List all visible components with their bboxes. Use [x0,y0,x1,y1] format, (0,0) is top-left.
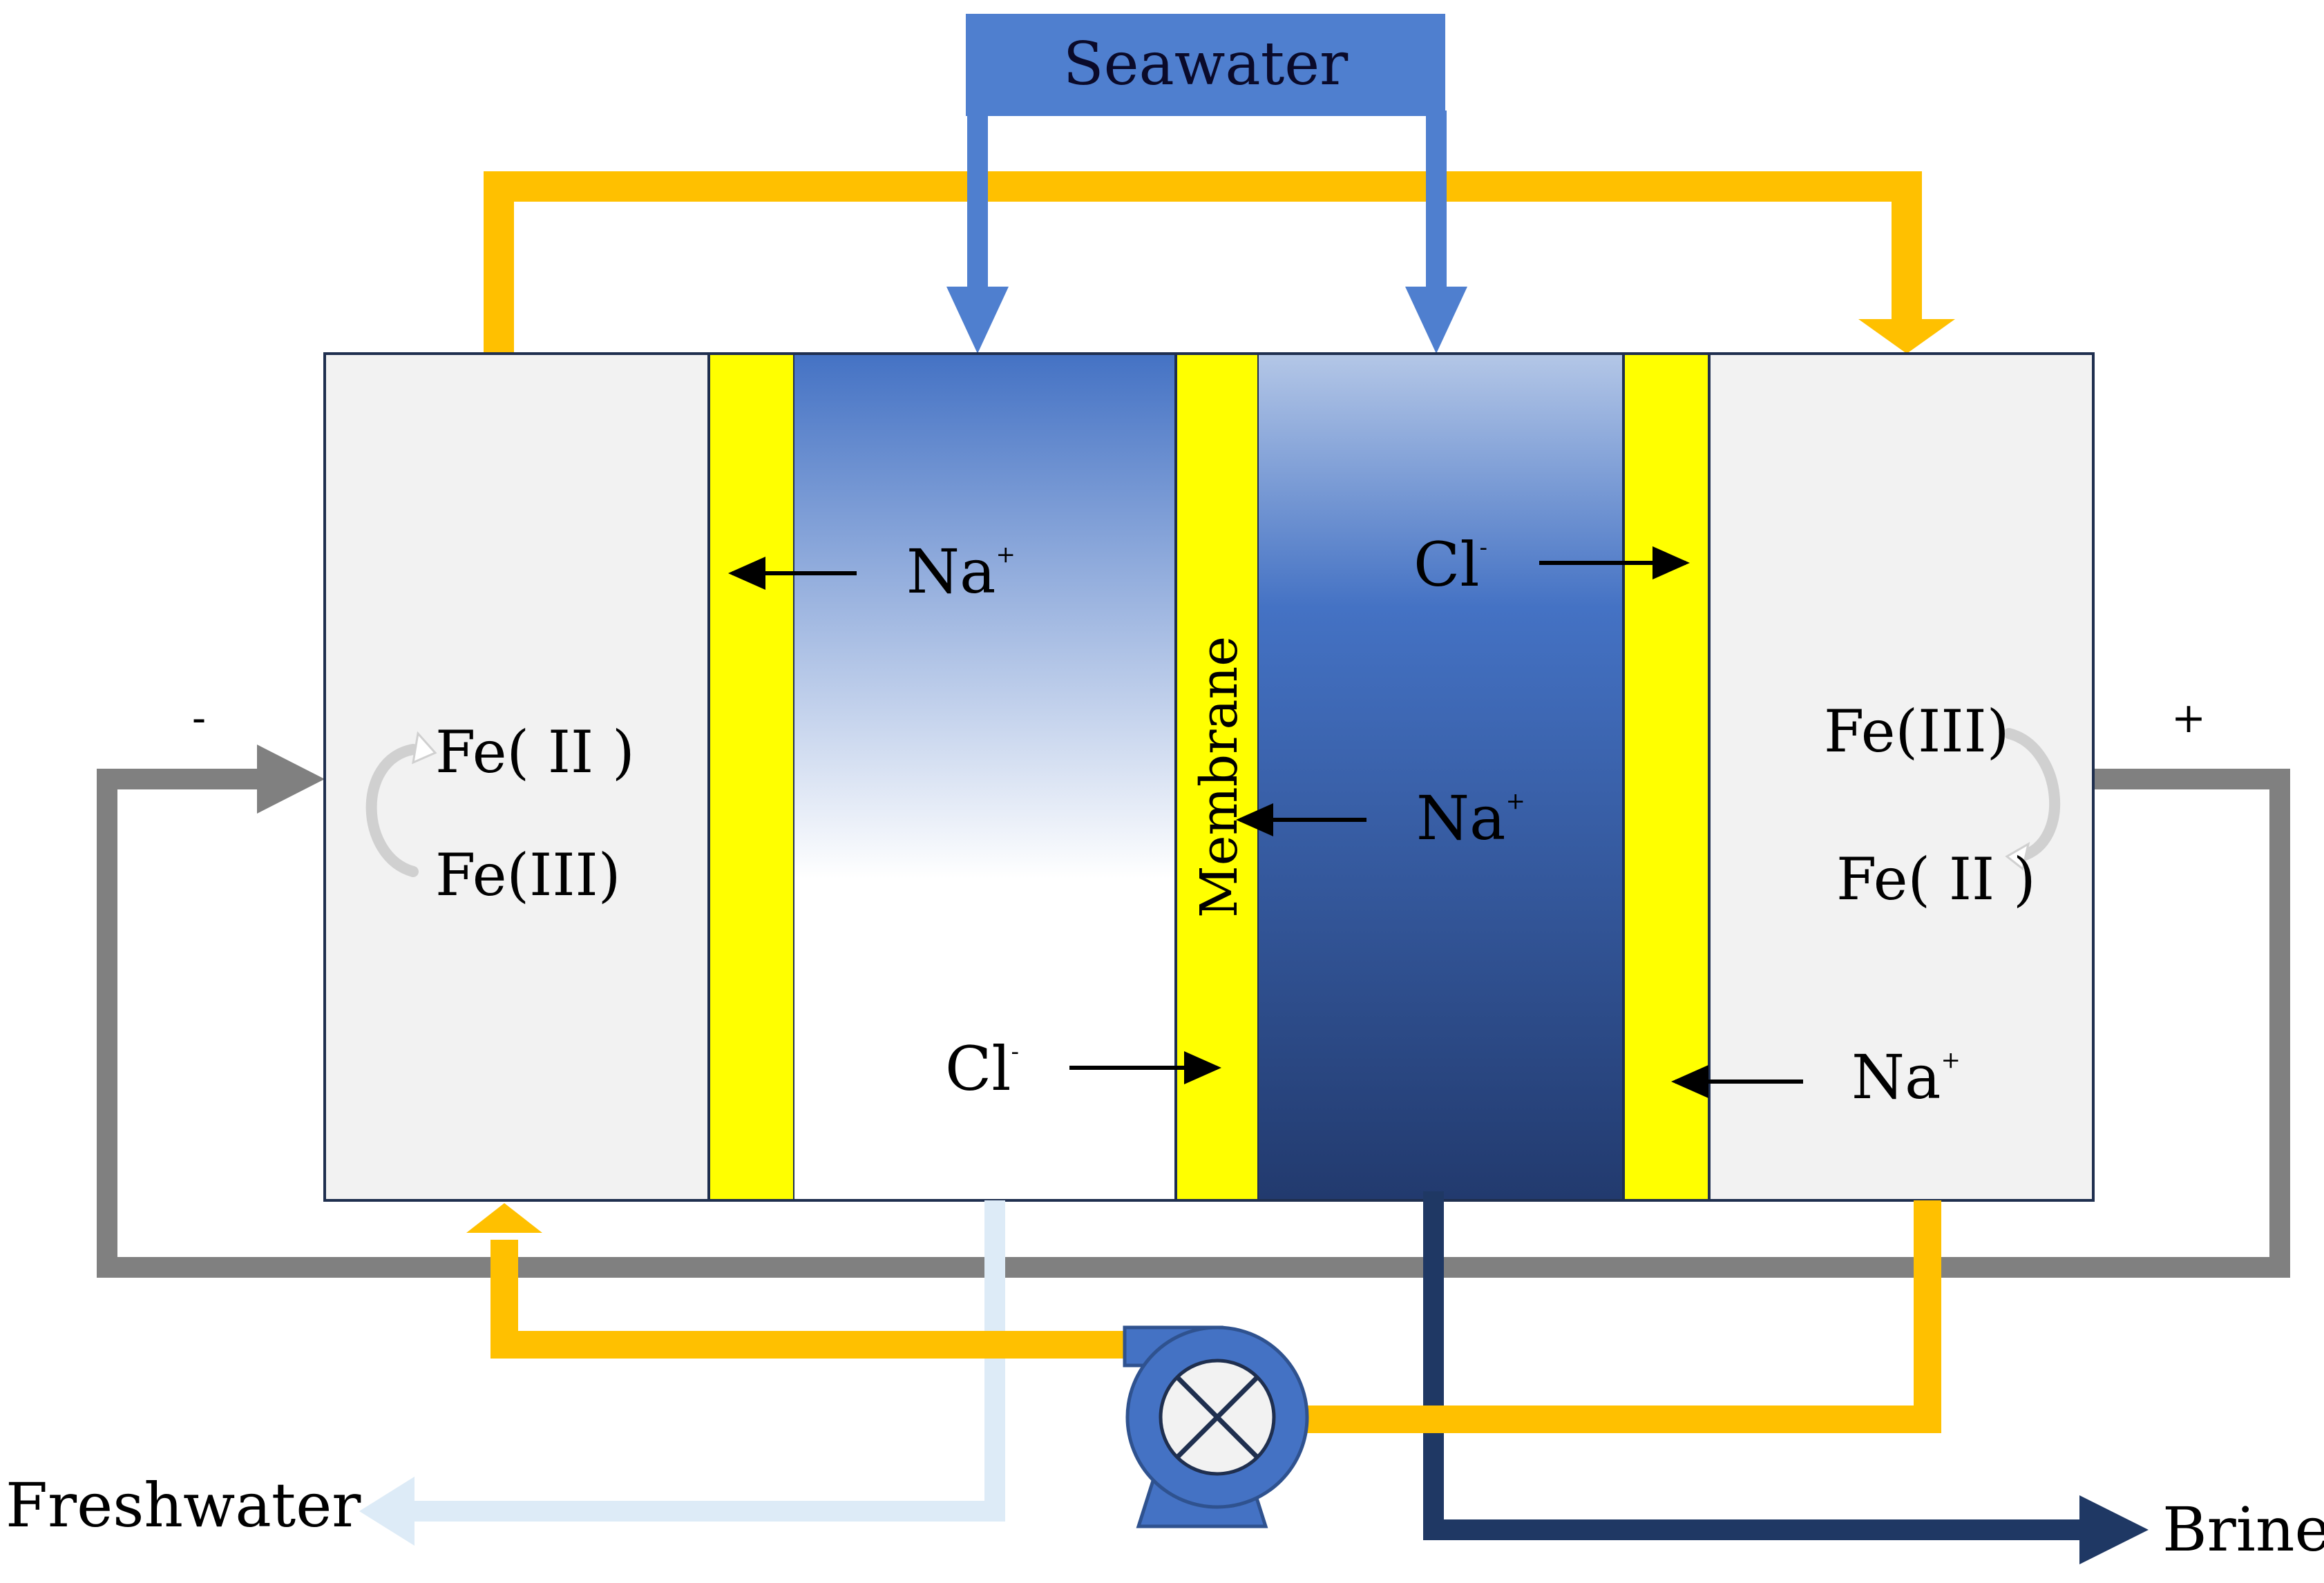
brine-arrow [2079,1495,2149,1564]
membrane-label: Membrane [1190,636,1249,918]
ion-arrows [728,546,1803,1098]
redox-cycle-arrow-right [2003,728,2061,862]
seawater-arrow-right [1405,287,1467,354]
electrolyte-arrow-into-left-chamber [466,1203,542,1233]
brine-outlet: Brine [1423,1191,2324,1565]
electrochemical-cell: Membrane [323,352,2095,1202]
seawater-box [966,14,1445,116]
negative-terminal-label: - [192,694,206,742]
brine-channel [1259,354,1623,1200]
brine-label: Brine [2162,1494,2324,1565]
redox-cycle-arrow-left [365,744,419,877]
ion-label-na-fresh: Na+ [906,536,1016,607]
freshwater-label: Freshwater [6,1470,361,1541]
electrolyte-loop-top [484,171,1955,354]
redox-left: Fe( II ) Fe(III) [365,718,635,909]
right-electrode [1622,352,1711,1202]
pump-icon [1123,1325,1309,1528]
right-electrode-chamber [1708,352,2095,1202]
ion-labels: Na+ Cl- Cl- Na+ Na+ [906,529,1961,1113]
redox-right-bottom: Fe( II ) [1836,845,2036,913]
seawater-label: Seawater [1063,30,1349,99]
redox-right-top: Fe(III) [1824,698,2010,765]
electrolyte-loop-bottom [466,1200,1941,1433]
left-electrode [707,352,796,1202]
freshwater-arrow [359,1477,415,1546]
external-circuit: - + [97,694,2290,1278]
ion-label-cl-fresh: Cl- [945,1033,1019,1104]
positive-terminal-label: + [2171,694,2206,742]
redox-left-top: Fe( II ) [435,718,635,786]
circuit-arrow [257,745,325,814]
seawater-inlet: Seawater [946,14,1467,354]
ion-label-na-right: Na+ [1851,1042,1961,1113]
ion-label-cl-brine: Cl- [1413,529,1487,600]
ion-label-na-brine: Na+ [1416,783,1525,854]
redox-right: Fe(III) Fe( II ) [1824,698,2061,913]
fresh-channel [794,354,1176,1200]
redox-left-bottom: Fe(III) [435,841,621,909]
seawater-arrow-left [946,287,1009,354]
freshwater-outlet: Freshwater [6,1200,1005,1546]
